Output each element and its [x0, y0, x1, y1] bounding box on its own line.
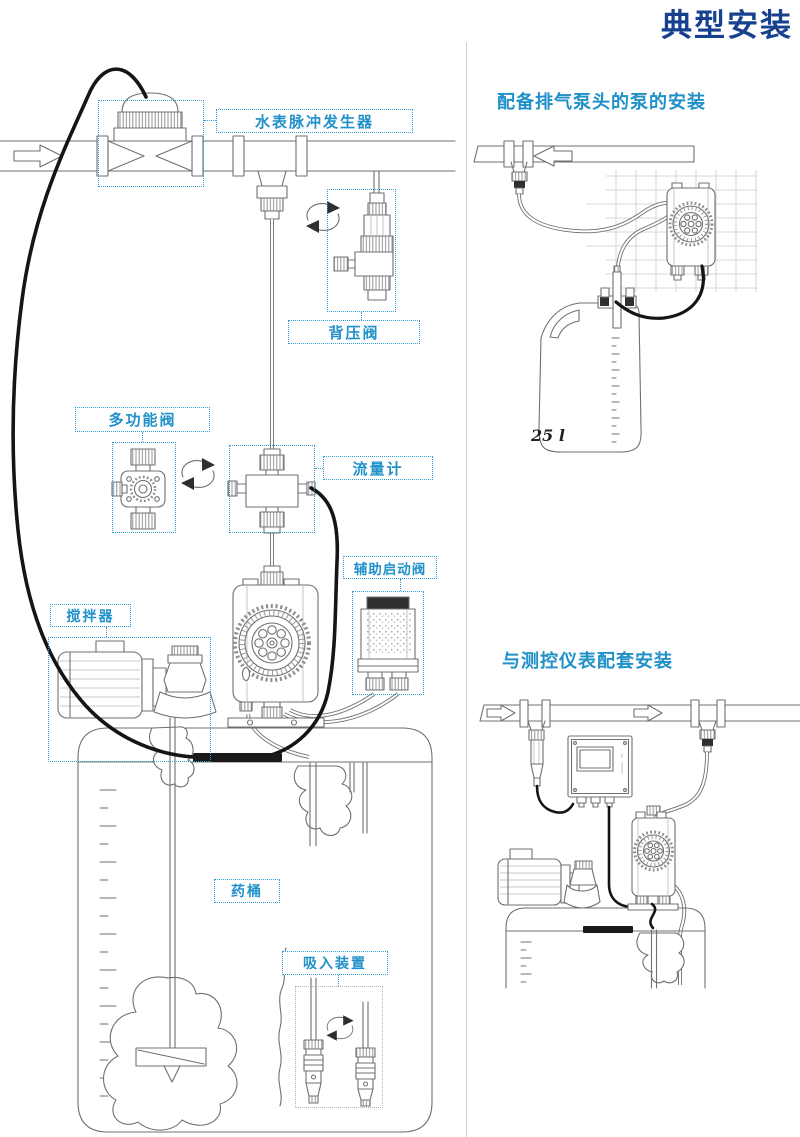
leader-suction [338, 975, 339, 986]
back-pressure-valve [305, 170, 394, 301]
mixer-shaft-impeller [103, 717, 238, 1131]
controller-screen [576, 746, 614, 772]
section-heading-degassing: 配备排气泵头的泵的安装 [497, 92, 706, 112]
right-column-diagrams [473, 140, 800, 989]
back-pressure-valve-outline-box [327, 189, 396, 312]
water-pipe [0, 135, 456, 177]
leader-multifunction [142, 432, 143, 442]
injection-valve [256, 170, 288, 220]
degassing-installation-diagram [473, 140, 758, 453]
canister-level-scale [611, 337, 620, 443]
auxiliary-valve-outline-box [352, 591, 424, 695]
label-chemical-tank: 药桶 [214, 879, 280, 903]
label-flow-meter: 流量计 [323, 456, 433, 480]
probe-cable [535, 784, 575, 814]
injection-valve [510, 161, 528, 195]
label-water-meter: 水表脉冲发生器 [216, 109, 413, 133]
dosing-pump [227, 565, 325, 728]
flow-meter [227, 448, 316, 534]
mixer-outline-box [48, 637, 211, 762]
flow-arrow-right-icon [486, 704, 516, 722]
mounting-bar [193, 753, 282, 762]
water-meter [107, 92, 193, 172]
leader-water-meter [204, 120, 216, 121]
sensor-probe [527, 720, 546, 787]
canister-volume-label: 25 l [531, 426, 565, 445]
flow-meter-cable [262, 486, 340, 759]
mounting-bar [583, 926, 633, 933]
suction-device-detail [303, 977, 376, 1107]
flow-meter-outline-box [229, 445, 315, 533]
auxiliary-start-valve [357, 596, 419, 691]
label-back-pressure-valve: 背压阀 [288, 320, 420, 344]
water-meter-outline-box [98, 100, 204, 187]
label-auxiliary-start-valve: 辅助启动阀 [343, 556, 437, 579]
controller-box [567, 735, 633, 808]
label-mixer: 搅拌器 [50, 604, 131, 627]
controller-cable [607, 805, 633, 909]
suction-detail-outline-box [295, 986, 383, 1108]
main-installation-diagram [0, 67, 456, 1133]
section-heading-instruments: 与测控仪表配套安装 [502, 651, 673, 671]
lid-suction-funnel [293, 762, 368, 847]
swap-arrows-icon [180, 457, 216, 491]
flow-arrow-left-icon [533, 145, 573, 167]
leader-mixer [106, 627, 107, 637]
leader-aux-valve [400, 579, 401, 591]
instrument-installation-diagram [479, 699, 800, 989]
leader-flow-meter [315, 468, 323, 469]
pump-cable [614, 264, 705, 320]
section-divider [466, 42, 467, 1137]
page-title: 典型安装 [661, 8, 793, 43]
label-suction-device: 吸入装置 [282, 951, 388, 975]
injection-valve [698, 720, 717, 753]
pulse-signal-cable [11, 67, 195, 759]
water-pipe [479, 699, 800, 728]
dosing-pump [627, 805, 679, 911]
label-multifunction-valve: 多功能阀 [75, 407, 210, 432]
flow-arrow-right-icon [633, 704, 663, 722]
mixer-motor [497, 848, 601, 909]
multifunction-valve [111, 448, 166, 530]
pump-cable [649, 902, 657, 930]
mixer-motor [57, 640, 217, 719]
multifunction-valve-outline-box [112, 442, 176, 533]
chemical-canister [538, 265, 642, 453]
leader-back-pressure [361, 312, 362, 320]
chemical-tank [505, 907, 706, 989]
water-pipe [473, 140, 695, 168]
level-scale [520, 941, 532, 983]
flow-arrow-right-icon [13, 144, 63, 168]
wall-mounted-pump [666, 182, 716, 281]
